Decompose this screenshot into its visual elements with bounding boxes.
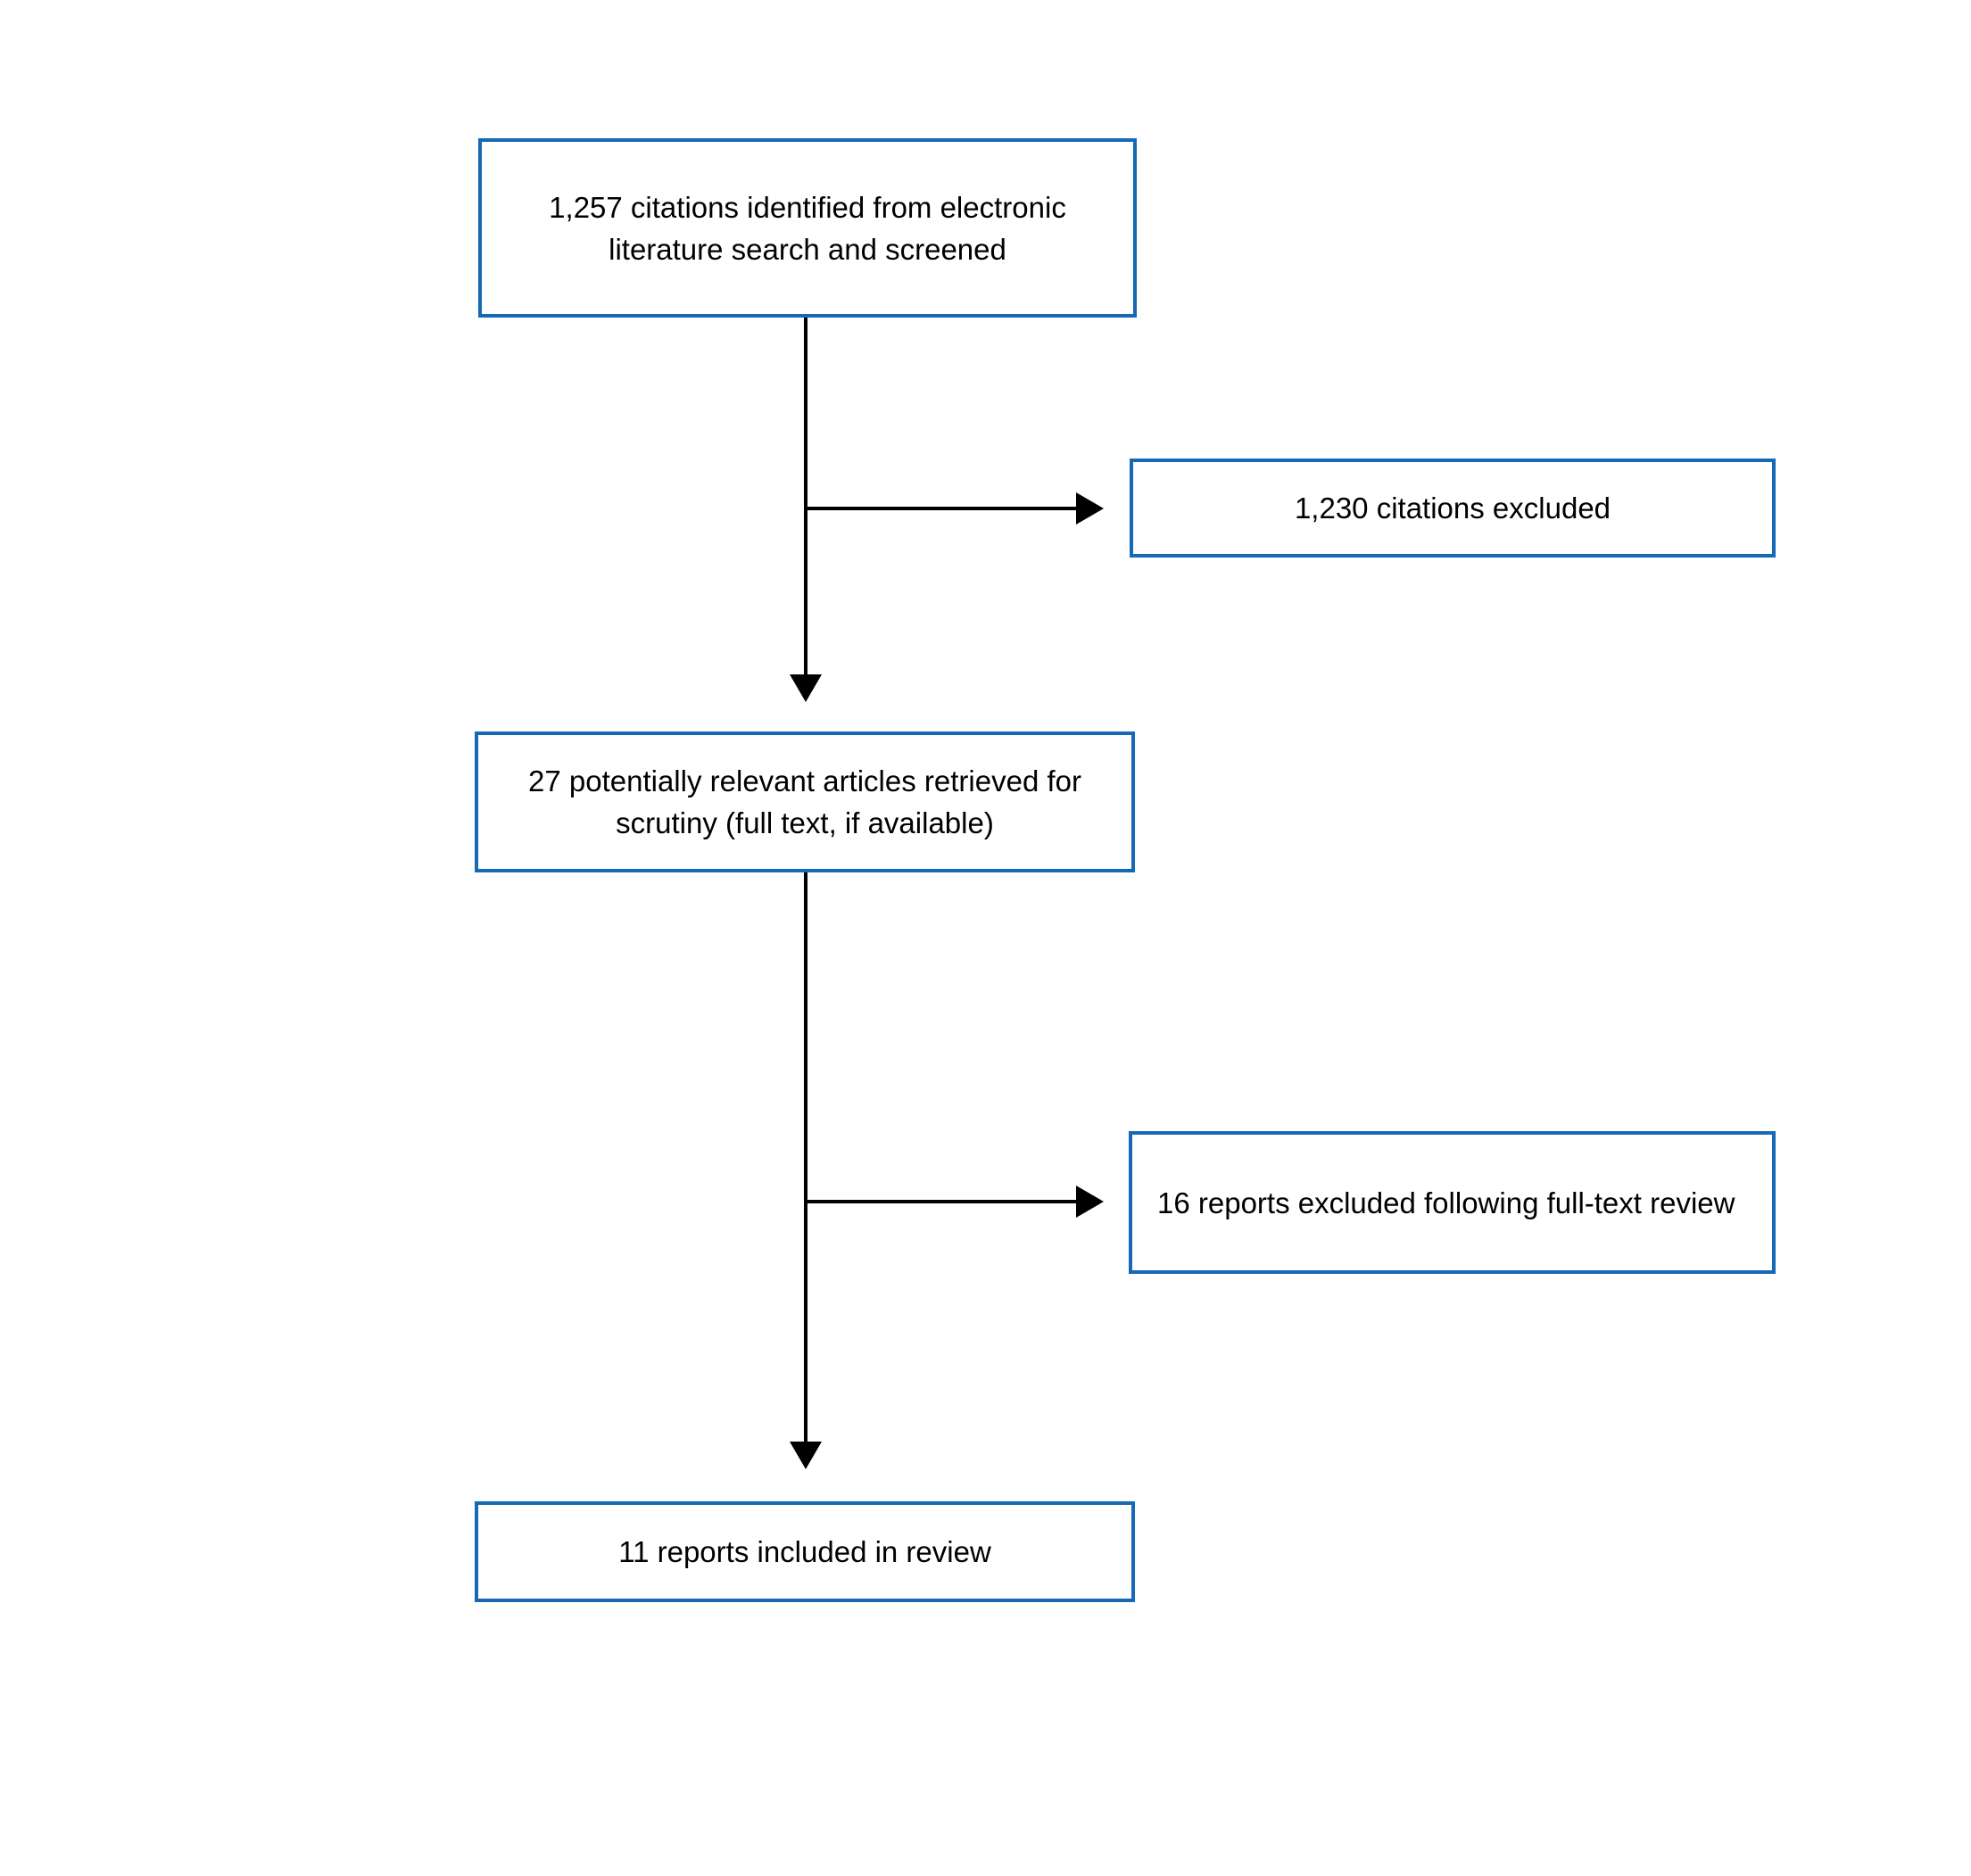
arrow-retrieved-to-included: [790, 872, 822, 1469]
flow-node-label: 16 reports excluded following full-text …: [1157, 1186, 1735, 1219]
flow-node-citations-identified: 1,257 citations identified from electron…: [478, 138, 1137, 318]
arrow-identified-to-citations-excluded: [804, 492, 1104, 525]
flow-node-label: 1,230 citations excluded: [1294, 492, 1611, 525]
flow-node-label: 11 reports included in review: [618, 1535, 991, 1568]
flow-node-label: 27 potentially relevant articles retriev…: [528, 764, 1081, 839]
arrow-identified-to-retrieved: [790, 318, 822, 702]
flow-node-articles-retrieved: 27 potentially relevant articles retriev…: [475, 731, 1135, 872]
flow-node-label: 1,257 citations identified from electron…: [549, 190, 1066, 266]
flow-node-citations-excluded: 1,230 citations excluded: [1130, 459, 1776, 558]
arrow-retrieved-to-reports-excluded: [804, 1186, 1104, 1218]
flow-node-reports-excluded: 16 reports excluded following full-text …: [1129, 1131, 1776, 1274]
flow-node-reports-included: 11 reports included in review: [475, 1501, 1135, 1602]
